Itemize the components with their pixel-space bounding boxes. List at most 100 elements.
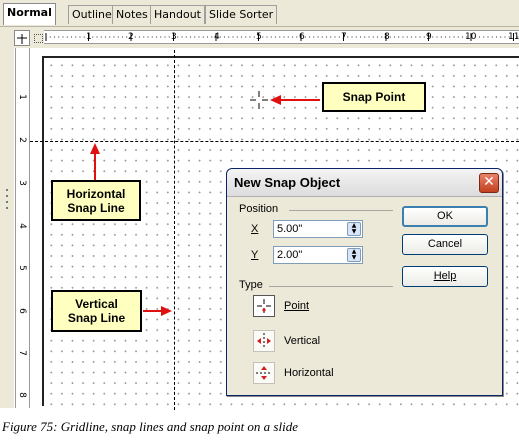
callout-text: Horizontal	[66, 186, 126, 201]
ruler-tick	[151, 36, 153, 38]
ruler-tick	[155, 36, 158, 38]
ruler-tick	[376, 36, 379, 38]
ruler-tick	[436, 36, 438, 38]
vertical-snap-line-callout: Vertical Snap Line	[51, 290, 142, 332]
ruler-tick	[198, 36, 200, 38]
ruler-tick	[211, 36, 213, 38]
ruler-tick	[313, 36, 315, 38]
ruler-tick	[330, 36, 332, 38]
type-vertical-button[interactable]	[253, 330, 275, 352]
ruler-label: 6	[16, 308, 27, 314]
ruler-tick	[49, 36, 51, 38]
y-position-field[interactable]: ▲▼	[273, 246, 363, 264]
ruler-tick	[262, 36, 264, 38]
ruler-tick	[58, 36, 60, 38]
ruler-tick	[368, 36, 370, 38]
ruler-label: 7	[341, 32, 347, 42]
y-position-input[interactable]	[277, 248, 347, 262]
ruler-tick	[109, 36, 111, 38]
ruler-tick	[232, 36, 234, 38]
horizontal-snap-line-callout: Horizontal Snap Line	[51, 180, 141, 221]
ruler-tick	[126, 36, 128, 38]
tab-stop-icon[interactable]	[14, 30, 30, 46]
ruler-tick	[219, 36, 221, 38]
ruler-label: 4	[16, 223, 27, 229]
tab-outline[interactable]: Outline	[68, 5, 116, 24]
ruler-label: 2	[128, 32, 134, 42]
ruler-tick	[423, 36, 425, 38]
ruler-tick	[206, 36, 209, 38]
ruler-tick	[317, 36, 319, 38]
tab-slide-sorter[interactable]: Slide Sorter	[205, 5, 278, 24]
type-vertical-label[interactable]: Vertical	[284, 335, 321, 347]
snap-horizontal-type-icon	[256, 366, 272, 380]
ruler-tick	[444, 36, 447, 38]
type-section-label: Type	[239, 279, 263, 291]
tab-notes[interactable]: Notes	[112, 5, 152, 24]
type-point-button[interactable]	[253, 295, 275, 317]
vertical-ruler[interactable]: 1 2 3 4 5 6 7 8	[15, 48, 30, 408]
ruler-tick	[287, 36, 289, 38]
ruler-tick	[249, 36, 251, 38]
ruler-tick	[113, 36, 115, 38]
ruler-tick	[185, 36, 187, 38]
ruler-tick	[96, 36, 98, 38]
type-horizontal-label[interactable]: Horizontal	[284, 367, 334, 379]
ruler-tick	[53, 36, 56, 38]
x-position-field[interactable]: ▲▼	[273, 220, 363, 238]
ruler-tick	[402, 36, 404, 38]
ruler-label: 8	[384, 32, 390, 42]
vertical-snap-line[interactable]	[174, 50, 175, 410]
horizontal-ruler[interactable]: 1 2 3 4 5 6 7 8 9 10 11	[44, 30, 519, 44]
ruler-tick	[453, 36, 455, 38]
ok-button[interactable]: OK	[402, 206, 488, 227]
ruler-tick	[147, 36, 149, 38]
ruler-tick	[104, 36, 107, 38]
tab-normal[interactable]: Normal	[3, 3, 56, 25]
type-point-label[interactable]: Point	[284, 300, 310, 312]
ruler-tick	[355, 36, 357, 38]
callout-text: Snap Line	[67, 200, 125, 215]
ruler-tick	[389, 36, 391, 38]
spin-arrows-icon[interactable]: ▲▼	[347, 248, 361, 262]
new-snap-object-dialog: New Snap Object ✕ Position X ▲▼ Y ▲▼ Typ…	[226, 168, 503, 396]
ruler-tick	[495, 36, 498, 38]
help-button[interactable]: Help	[402, 266, 488, 287]
ruler-tick	[338, 36, 340, 38]
horizontal-snap-line[interactable]	[30, 141, 519, 142]
ruler-tick	[491, 36, 493, 38]
dialog-title: New Snap Object	[234, 175, 341, 190]
ruler-tick	[223, 36, 226, 38]
figure-caption: Figure 75: Gridline, snap lines and snap…	[2, 419, 298, 434]
ruler-tick	[474, 36, 476, 38]
tab-handout[interactable]: Handout	[150, 5, 205, 24]
close-icon[interactable]: ✕	[479, 173, 499, 193]
cancel-button[interactable]: Cancel	[402, 234, 488, 255]
dialog-titlebar[interactable]: New Snap Object ✕	[227, 169, 502, 197]
y-label: Y	[251, 249, 259, 261]
ruler-tick	[164, 36, 166, 38]
ruler-tick	[508, 36, 510, 38]
ruler-tick	[325, 36, 328, 38]
ruler-label: 9	[426, 32, 432, 42]
x-position-input[interactable]	[277, 222, 347, 236]
ruler-tick	[202, 36, 204, 38]
spin-arrows-icon[interactable]: ▲▼	[347, 222, 361, 236]
ruler-label: 1	[86, 32, 92, 42]
ruler-tick	[143, 36, 145, 38]
ruler-tick	[372, 36, 374, 38]
section-divider	[289, 210, 393, 211]
ruler-tick	[504, 36, 506, 38]
ruler-tick	[75, 36, 77, 38]
ruler-label: 2	[16, 137, 27, 143]
ruler-tick	[483, 36, 485, 38]
ruler-label: 3	[171, 32, 177, 42]
ruler-tick	[236, 36, 238, 38]
type-horizontal-button[interactable]	[253, 362, 275, 384]
ruler-tick	[160, 36, 162, 38]
ruler-tick	[466, 36, 468, 38]
ruler-tick	[517, 36, 519, 38]
ruler-tick	[266, 36, 268, 38]
ruler-label: 5	[256, 32, 262, 42]
ruler-tick	[134, 36, 136, 38]
